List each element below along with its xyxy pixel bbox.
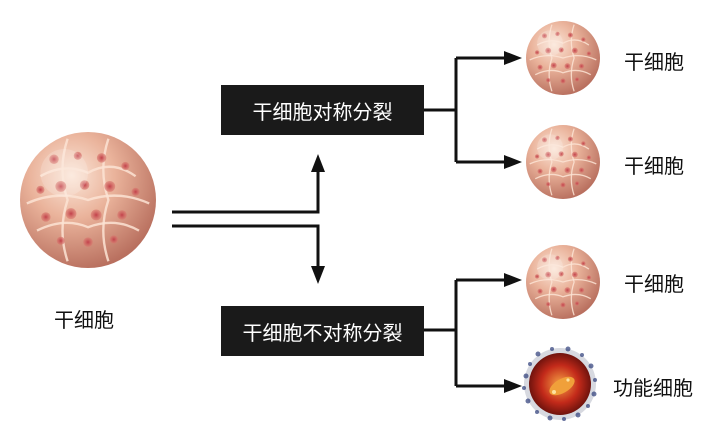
stem-cell-icon (20, 132, 156, 268)
asymmetric-division-box: 干细胞不对称分裂 (221, 306, 424, 356)
source-connector (172, 170, 320, 268)
symmetric-division-box: 干细胞对称分裂 (221, 85, 424, 135)
arrow-right-head-2 (504, 155, 522, 169)
functional-cell-icon (522, 346, 597, 421)
arrow-up-head (311, 154, 325, 172)
symmetric-connector (424, 56, 506, 164)
asymmetric-output-label-2: 功能细胞 (613, 376, 693, 400)
symmetric-output-label-2: 干细胞 (624, 154, 684, 178)
arrow-right-head-3 (504, 273, 522, 287)
stem-cell-icon (526, 245, 600, 319)
symmetric-output-label-1: 干细胞 (624, 50, 684, 74)
asymmetric-output-label-1: 干细胞 (624, 272, 684, 296)
source-cell-label: 干细胞 (54, 308, 114, 332)
stem-cell-icon (526, 125, 600, 199)
asymmetric-connector (424, 278, 506, 388)
arrow-right-head-4 (504, 379, 522, 393)
arrow-right-head-1 (504, 51, 522, 65)
stem-cell-icon (526, 21, 600, 95)
arrow-down-head (311, 266, 325, 284)
